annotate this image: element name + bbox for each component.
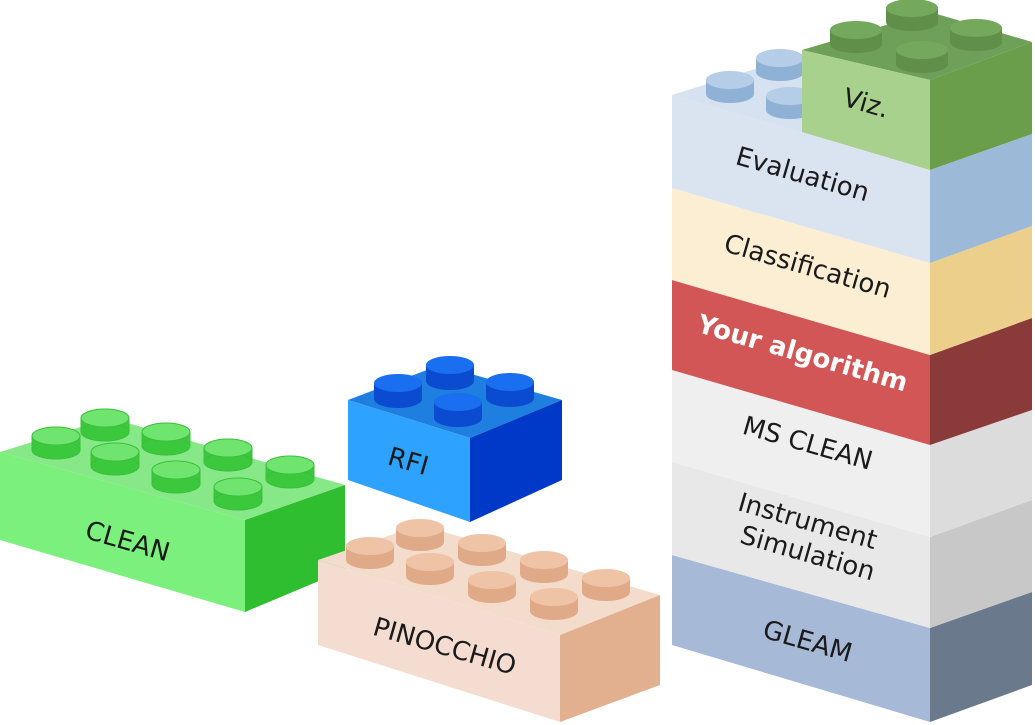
stud bbox=[896, 41, 948, 73]
instrument-simulation-front bbox=[672, 462, 930, 628]
rfi-brick-front bbox=[348, 400, 470, 522]
stud bbox=[886, 0, 938, 31]
stud bbox=[468, 571, 516, 603]
classification-layer: Classification bbox=[672, 188, 1032, 355]
stud bbox=[90, 442, 140, 476]
your-algorithm-side bbox=[930, 318, 1032, 445]
viz-brick: Viz. bbox=[802, 0, 1032, 170]
stud bbox=[950, 19, 1002, 51]
stud bbox=[406, 553, 454, 585]
evaluation-front bbox=[672, 95, 930, 263]
stud bbox=[203, 438, 253, 472]
clean-brick: CLEAN bbox=[0, 408, 345, 612]
gleam-front bbox=[672, 555, 930, 722]
pinocchio-brick-side bbox=[560, 595, 660, 722]
stud bbox=[374, 374, 422, 408]
pinocchio-brick-front bbox=[318, 560, 560, 722]
viz-front bbox=[802, 50, 930, 170]
ms-clean-layer: MS CLEAN bbox=[672, 370, 1032, 537]
stud bbox=[530, 588, 578, 620]
stud bbox=[756, 49, 804, 81]
stud bbox=[426, 356, 474, 390]
rfi-brick: RFI bbox=[348, 356, 562, 522]
gleam-layer: GLEAM bbox=[672, 555, 1032, 722]
stud bbox=[706, 71, 754, 103]
stud bbox=[346, 537, 394, 569]
clean-studs bbox=[31, 408, 315, 511]
gleam-side bbox=[930, 592, 1032, 722]
stud bbox=[486, 373, 534, 407]
stud bbox=[458, 534, 506, 566]
viz-studs bbox=[830, 0, 1002, 73]
ms-clean-side bbox=[930, 410, 1032, 537]
stud bbox=[80, 408, 130, 442]
rfi-brick-side bbox=[470, 400, 562, 522]
classification-side bbox=[930, 226, 1032, 355]
evaluation-side bbox=[930, 134, 1032, 263]
pipeline-stack: GLEAM Instrument Simulation MS CLEAN You… bbox=[672, 0, 1032, 722]
pinocchio-brick: PINOCCHIO bbox=[318, 519, 660, 722]
rfi-studs bbox=[374, 356, 534, 427]
stud bbox=[520, 551, 568, 583]
stud bbox=[434, 393, 482, 427]
stud bbox=[213, 477, 263, 511]
your-algorithm-front bbox=[672, 280, 930, 445]
stud bbox=[141, 422, 191, 456]
viz-side bbox=[930, 42, 1032, 170]
stud bbox=[31, 426, 81, 460]
classification-front bbox=[672, 188, 930, 355]
instrument-simulation-side bbox=[930, 500, 1032, 628]
ms-clean-front bbox=[672, 370, 930, 537]
your-algorithm-layer: Your algorithm bbox=[672, 280, 1032, 445]
clean-brick-front bbox=[0, 452, 245, 612]
pinocchio-studs bbox=[346, 519, 630, 620]
stud bbox=[396, 519, 444, 551]
stud bbox=[582, 569, 630, 601]
stud bbox=[830, 21, 882, 53]
stud bbox=[265, 455, 315, 489]
stud bbox=[151, 460, 201, 494]
